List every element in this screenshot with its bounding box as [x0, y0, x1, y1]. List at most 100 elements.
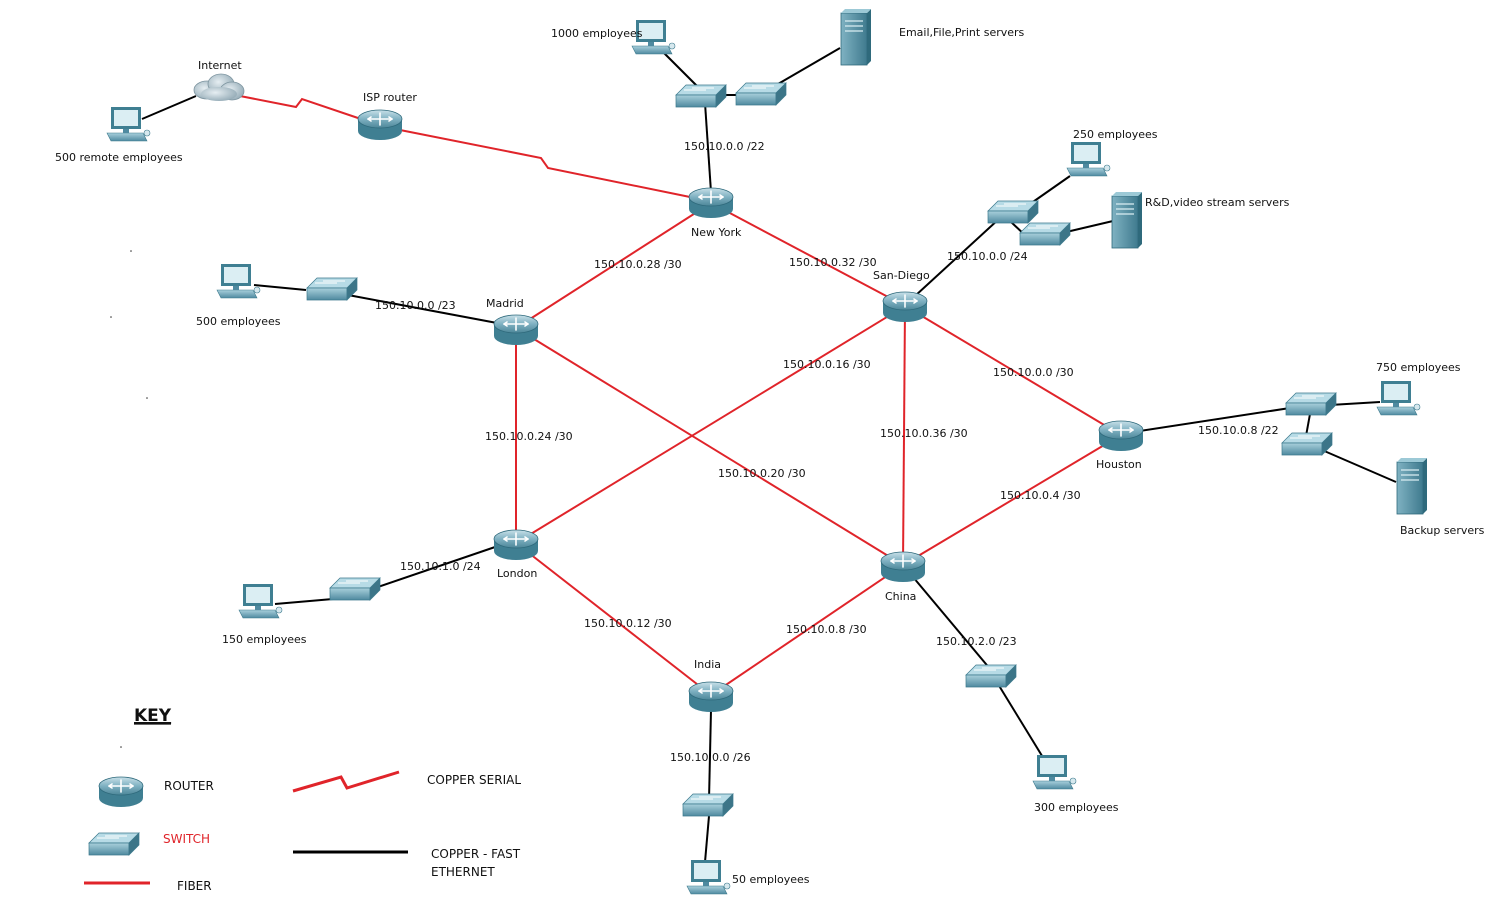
server-sd-icon[interactable]: [1111, 191, 1143, 249]
addr-sd-houston: 150.10.0.0 /30: [993, 366, 1074, 379]
san-diego-label: San-Diego: [873, 269, 930, 282]
madrid-employees-label: 500 employees: [196, 315, 281, 328]
eth-houston-switch-switch: [1305, 413, 1311, 437]
link-ny-madrid: [515, 202, 712, 329]
addr-ny-lan: 150.10.0.0 /22: [684, 140, 765, 153]
switch-madrid[interactable]: [306, 277, 358, 301]
legend-ethernet-label-1: COPPER - FAST: [431, 847, 521, 861]
switch-sd-1[interactable]: [987, 200, 1039, 224]
switch-india[interactable]: [682, 793, 734, 817]
legend-title: KEY: [134, 706, 172, 726]
pc-china-icon[interactable]: [1032, 754, 1077, 790]
switch-houston-2[interactable]: [1281, 432, 1333, 456]
eth-madrid-switch: [347, 294, 498, 324]
router-san-diego[interactable]: [882, 291, 928, 323]
legend-router-icon: [98, 776, 144, 808]
legend-serial-line: [292, 770, 400, 793]
serial-link-isp-ny: [399, 129, 691, 198]
addr-china-india: 150.10.0.8 /30: [786, 623, 867, 636]
eth-madrid-switch-pc: [253, 284, 307, 291]
router-icon: [688, 681, 734, 713]
addr-london-india: 150.10.0.12 /30: [584, 617, 672, 630]
eth-india-switch-pc: [704, 815, 710, 863]
router-icon: [688, 187, 734, 219]
router-india[interactable]: [688, 681, 734, 713]
addr-sd-china: 150.10.0.36 /30: [880, 427, 968, 440]
router-isp[interactable]: [357, 109, 403, 141]
sd-servers-label: R&D,video stream servers: [1145, 196, 1290, 209]
houston-label: Houston: [1096, 458, 1142, 471]
link-london-india: [515, 542, 712, 696]
switch-china[interactable]: [965, 664, 1017, 688]
switch-ny-1[interactable]: [675, 84, 727, 108]
addr-madrid-china: 150.10.0.20 /30: [718, 467, 806, 480]
london-employees-label: 150 employees: [222, 633, 307, 646]
addr-ny-sd: 150.10.0.32 /30: [789, 256, 877, 269]
eth-sd-switch-pc: [1029, 175, 1071, 205]
link-sandiego-china: [902, 305, 906, 566]
router-houston[interactable]: [1098, 420, 1144, 452]
router-madrid[interactable]: [493, 314, 539, 346]
eth-remote-internet: [141, 95, 197, 120]
houston-employees-label: 750 employees: [1376, 361, 1461, 374]
router-icon: [882, 291, 928, 323]
legend: KEY ROUTER SWITCH FIBER COPPER SERIAL CO…: [84, 706, 521, 893]
houston-servers-label: Backup servers: [1400, 524, 1485, 537]
switch-houston-1[interactable]: [1285, 392, 1337, 416]
pc-india-icon[interactable]: [686, 859, 731, 895]
link-sandiego-london: [515, 305, 906, 544]
india-employees-label: 50 employees: [732, 873, 810, 886]
isp-router-label: ISP router: [363, 91, 417, 104]
addr-china-lan: 150.10.2.0 /23: [936, 635, 1017, 648]
server-houston-icon[interactable]: [1396, 457, 1428, 515]
sd-employees-label: 250 employees: [1073, 128, 1158, 141]
addr-sd-lan: 150.10.0.0 /24: [947, 250, 1028, 263]
fiber-links: [515, 202, 1122, 696]
legend-serial-label: COPPER SERIAL: [427, 773, 521, 787]
legend-switch-icon: [88, 832, 140, 856]
server-ny-icon[interactable]: [840, 8, 872, 66]
remote-employees-label: 500 remote employees: [55, 151, 183, 164]
pc-remote-icon[interactable]: [106, 106, 151, 142]
serial-links: [239, 95, 691, 198]
pc-madrid-icon[interactable]: [216, 263, 261, 299]
eth-sd-switch-server: [1061, 220, 1114, 234]
router-icon: [493, 314, 539, 346]
madrid-label: Madrid: [486, 297, 524, 310]
link-houston-china: [902, 434, 1122, 566]
legend-fiber-label: FIBER: [177, 879, 212, 893]
switch-sd-2[interactable]: [1019, 222, 1071, 246]
india-label: India: [694, 658, 721, 671]
router-china[interactable]: [880, 551, 926, 583]
internet-label: Internet: [198, 59, 242, 72]
eth-houston-switch-pc: [1329, 401, 1381, 406]
eth-ny-switch: [704, 102, 712, 193]
addr-london-lan: 150.10.1.0 /24: [400, 560, 481, 573]
router-icon: [1098, 420, 1144, 452]
ny-employees-label: 1000 employees: [551, 27, 643, 40]
eth-london-switch: [371, 545, 499, 590]
link-china-india: [710, 564, 904, 696]
router-icon: [493, 529, 539, 561]
addr-sd-london: 150.10.0.16 /30: [783, 358, 871, 371]
eth-houston-switch: [1139, 407, 1291, 432]
router-new-york[interactable]: [688, 187, 734, 219]
switch-ny-2[interactable]: [735, 82, 787, 106]
eth-sd-switch: [914, 217, 1001, 297]
router-london[interactable]: [493, 529, 539, 561]
router-icon: [357, 109, 403, 141]
addr-madrid-london: 150.10.0.24 /30: [485, 430, 573, 443]
link-sandiego-houston: [904, 305, 1122, 436]
china-label: China: [885, 590, 916, 603]
london-label: London: [497, 567, 537, 580]
link-ny-sandiego: [710, 202, 906, 307]
serial-link-internet-isp: [239, 95, 359, 119]
pc-sd-icon[interactable]: [1066, 141, 1111, 177]
eth-houston-switch-server: [1321, 449, 1397, 483]
stray-dots: [110, 250, 148, 748]
pc-london-icon[interactable]: [238, 583, 283, 619]
legend-router-label: ROUTER: [164, 779, 214, 793]
switch-london[interactable]: [329, 577, 381, 601]
pc-houston-icon[interactable]: [1376, 380, 1421, 416]
